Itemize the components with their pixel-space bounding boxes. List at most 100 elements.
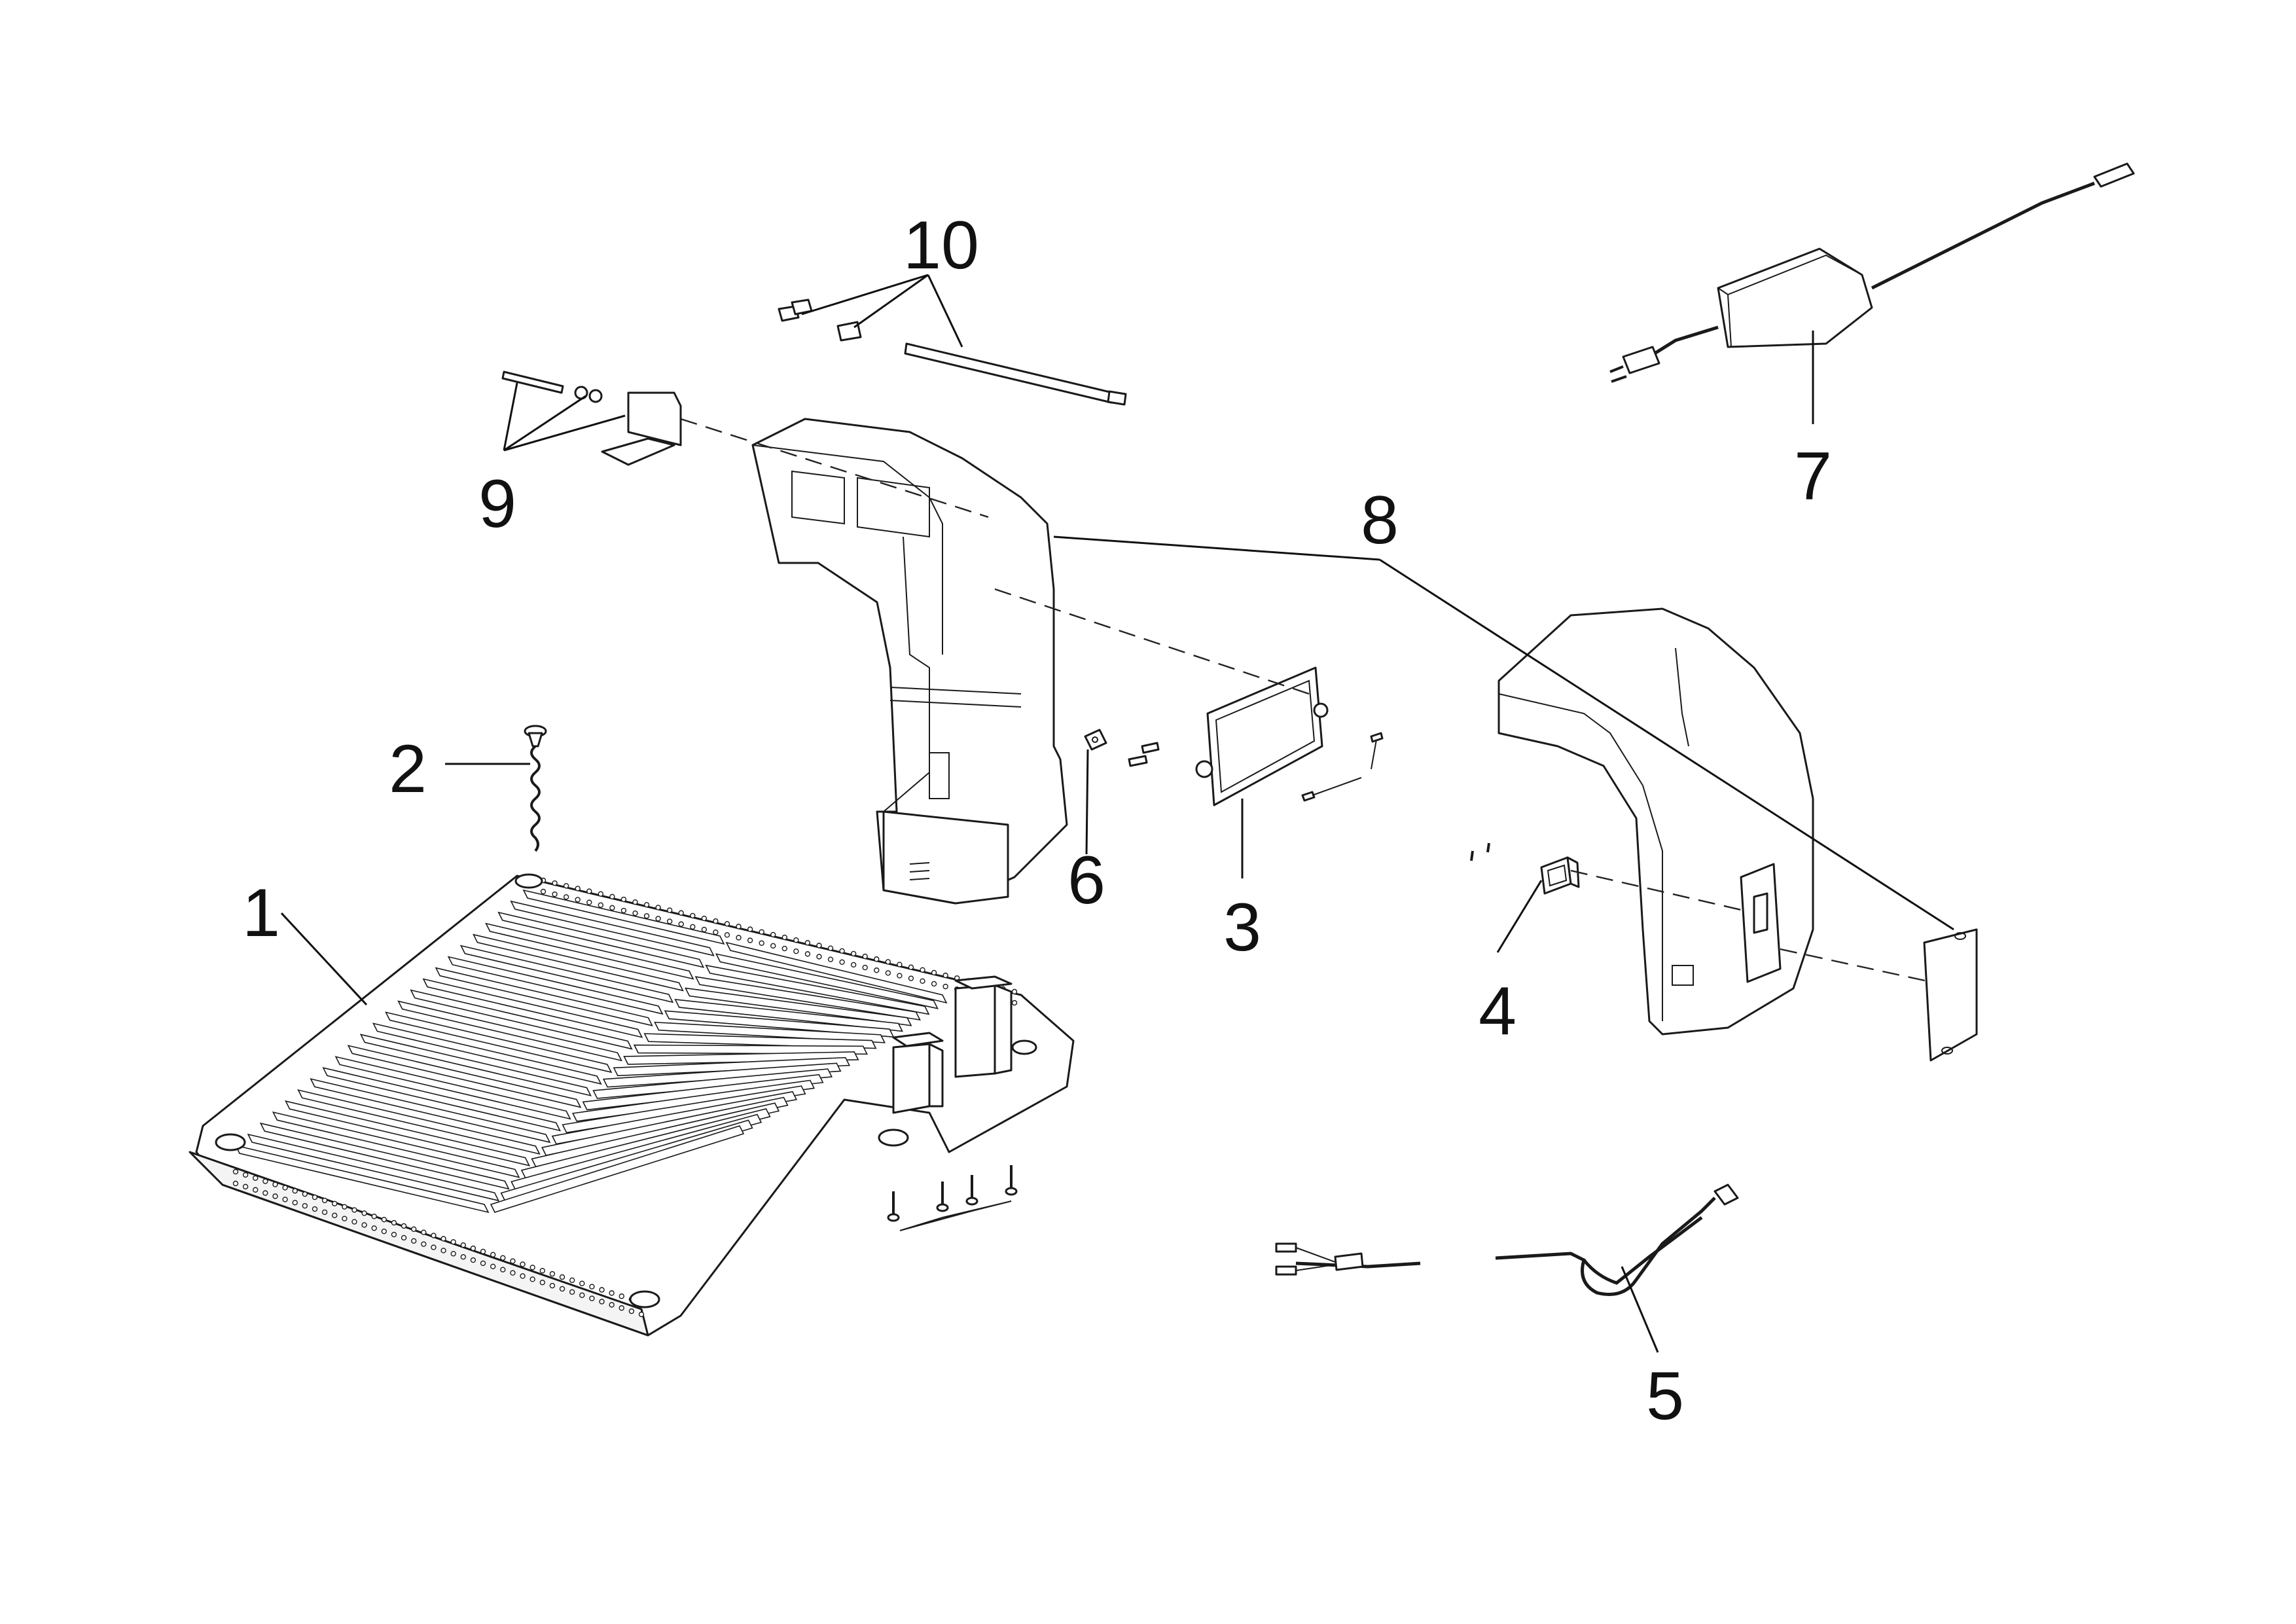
perforation-dot [609, 1290, 615, 1296]
slat [422, 978, 643, 1038]
perforation-dot [332, 1200, 338, 1206]
perforation-dot [302, 1202, 308, 1209]
perforation-dot [563, 883, 569, 889]
perforation-dot [827, 956, 834, 962]
perforation-dot [470, 1245, 476, 1252]
perforation-dot [931, 981, 937, 987]
slat [500, 1119, 753, 1202]
slat [674, 999, 903, 1032]
perforation-dot [401, 1223, 407, 1229]
perforation-dot [589, 1295, 595, 1301]
perforation-dot [713, 918, 719, 924]
perforation-dot [549, 1271, 556, 1277]
screw-head [887, 1213, 900, 1222]
slat [582, 1074, 824, 1111]
perforation-dot [342, 1204, 348, 1210]
circuit-board [1195, 666, 1329, 806]
slat [572, 1079, 816, 1122]
perforation-dot [450, 1251, 456, 1257]
perforation-dot [262, 1178, 268, 1184]
callout-4: 4 [1479, 973, 1516, 1049]
perforation-dot [500, 1255, 506, 1261]
base-slats-right [490, 941, 948, 1213]
screw-head [1005, 1187, 1018, 1196]
perforation-dot [1011, 1000, 1018, 1006]
slat [511, 1113, 762, 1191]
perforation-dot [816, 943, 822, 948]
perforation-dot [302, 1191, 308, 1197]
perforation-dot [500, 1267, 506, 1272]
perforation-dot [690, 912, 696, 919]
perforation-dot [282, 1197, 288, 1202]
slat [497, 911, 705, 968]
perforation-dot [272, 1182, 278, 1187]
slat [725, 941, 948, 1004]
perforation-dot [666, 918, 673, 924]
perforation-dot [351, 1219, 357, 1225]
screw-head [936, 1203, 949, 1212]
perforation-dot [643, 913, 650, 919]
perforation-dot [292, 1200, 298, 1206]
perforation-dot [470, 1257, 476, 1263]
perforation-dot [747, 926, 753, 932]
screw-head [965, 1197, 978, 1206]
callout-6: 6 [1067, 842, 1105, 918]
perforation-dot [897, 962, 903, 967]
slat [705, 964, 930, 1015]
perforation-dot [490, 1252, 496, 1258]
perforation-dot [232, 1168, 239, 1175]
perforation-dot [920, 967, 925, 973]
perforation-dot [575, 897, 581, 903]
perforation-dot [793, 937, 799, 943]
perforation-dot [632, 899, 638, 905]
perforation-dot [598, 902, 604, 908]
perforation-dot [1011, 988, 1018, 995]
perforation-dot [666, 907, 673, 913]
perforation-dot [862, 964, 868, 971]
perforation-dot [678, 910, 684, 916]
slat [684, 987, 912, 1026]
perforation-dot [421, 1229, 427, 1235]
perforation-dot [410, 1226, 417, 1233]
perforation-dot [655, 905, 661, 911]
slat [247, 1133, 500, 1202]
perforation-dot [391, 1219, 397, 1226]
perforation-dot [421, 1241, 427, 1247]
hinge-assembly [501, 370, 682, 466]
perforation-dot [292, 1188, 298, 1194]
slat [459, 945, 674, 1003]
slat [322, 1067, 562, 1132]
slat [359, 1034, 592, 1096]
slat [694, 976, 921, 1021]
perforation-dot [253, 1187, 259, 1193]
perforation-dot [781, 934, 787, 941]
slat [715, 953, 939, 1009]
perforation-dot [579, 1280, 585, 1286]
perforation-dot [628, 1308, 635, 1314]
slat [592, 1068, 833, 1099]
slat [562, 1085, 806, 1134]
slat [435, 967, 653, 1026]
callout-2: 2 [389, 731, 427, 807]
perforation-dot [619, 1293, 624, 1299]
perforation-dot [332, 1212, 338, 1218]
perforation-dot [401, 1235, 407, 1241]
perforation-dot [874, 967, 880, 973]
perforation-dot [908, 975, 914, 981]
perforation-dot [759, 929, 764, 935]
perforation-dot [804, 940, 811, 946]
perforation-dot [599, 1299, 605, 1305]
perforation-dot [312, 1194, 318, 1200]
perforation-dot [282, 1185, 288, 1191]
perforation-dot [759, 940, 764, 946]
perforation-dot [839, 959, 845, 965]
perforation-dot [609, 893, 615, 900]
slat [551, 1091, 798, 1145]
perforation-dot [701, 915, 708, 922]
slat [485, 922, 694, 980]
perforation-dot [931, 969, 937, 976]
perforation-dot [371, 1214, 377, 1219]
slat [385, 1011, 613, 1074]
perforation-dot [793, 948, 799, 954]
slat [347, 1045, 582, 1108]
